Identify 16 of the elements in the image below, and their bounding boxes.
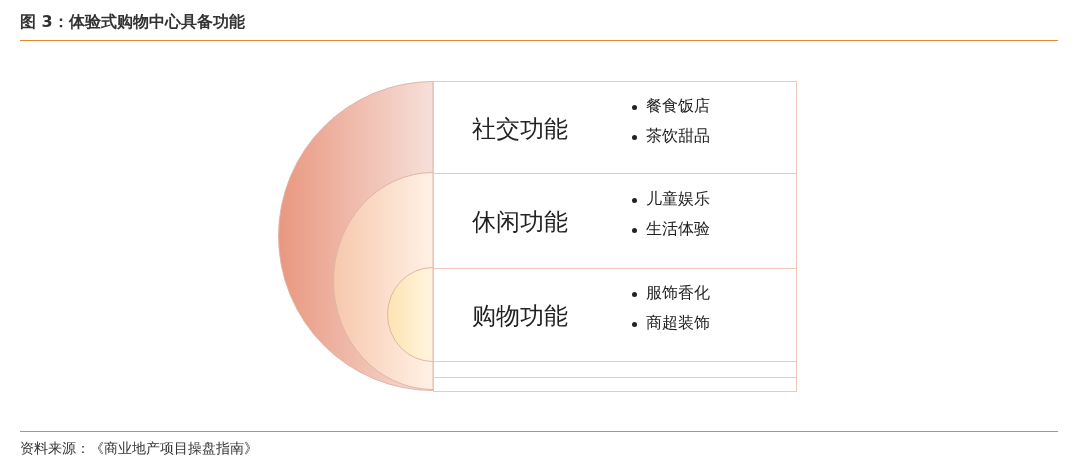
function-band	[433, 268, 797, 362]
bullet-item: 儿童娱乐	[646, 189, 710, 210]
source-note: 资料来源：《商业地产项目操盘指南》	[20, 440, 258, 458]
band-heading: 休闲功能	[472, 207, 568, 238]
band-heading: 购物功能	[472, 301, 568, 332]
figure-title: 图 3：体验式购物中心具备功能	[20, 12, 245, 33]
bullet-item: 生活体验	[646, 219, 710, 240]
bullet-item: 茶饮甜品	[646, 125, 710, 147]
bullet-item: 餐食饭店	[646, 95, 710, 117]
bullet-item: 商超装饰	[646, 313, 710, 334]
semicircle	[387, 267, 433, 362]
function-band	[433, 377, 797, 392]
function-band	[433, 81, 797, 174]
band-heading: 社交功能	[472, 113, 568, 145]
function-band	[433, 173, 797, 269]
bullet-item: 服饰香化	[646, 283, 710, 304]
